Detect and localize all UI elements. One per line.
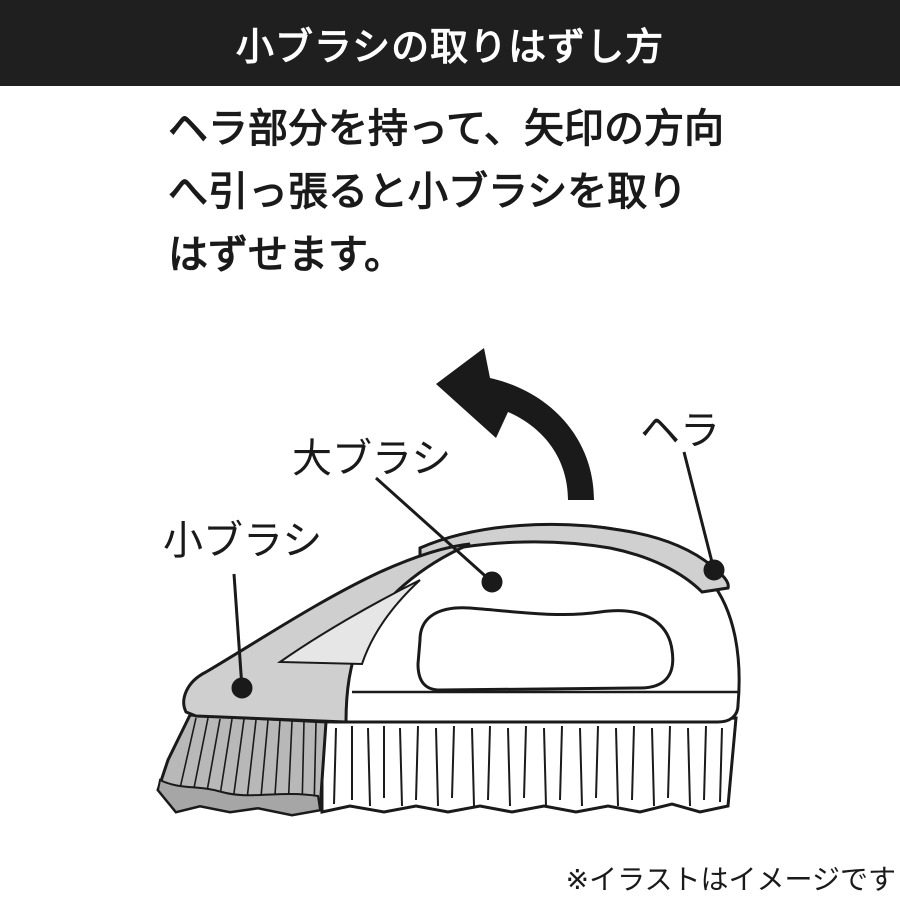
- small-brush-label: 小ブラシ: [163, 508, 322, 566]
- large-brush-callout-dot: [483, 573, 501, 591]
- spatula-callout-dot: [705, 561, 723, 579]
- spatula-label: ヘラ: [640, 398, 720, 456]
- large-brush-label: 大ブラシ: [292, 426, 451, 484]
- large-brush-bristles: [322, 718, 736, 812]
- illustration-disclaimer: ※イラストはイメージです: [566, 858, 896, 898]
- removal-arrow-icon: [436, 348, 594, 500]
- small-brush-callout-dot: [233, 679, 251, 697]
- small-brush-bristles: [158, 715, 326, 815]
